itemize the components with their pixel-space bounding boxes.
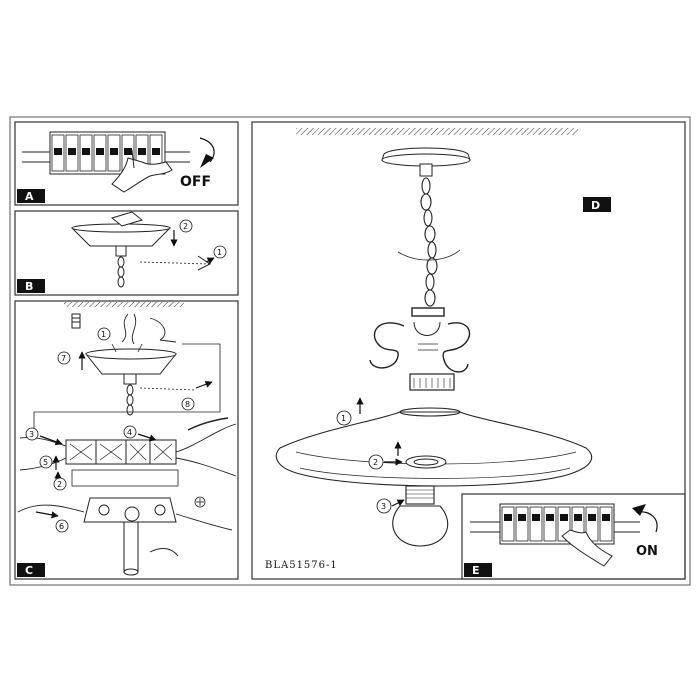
panel-c-step: 4 — [127, 428, 132, 437]
panel-c-step: 1 — [101, 330, 106, 339]
hand-icon — [561, 529, 613, 567]
ground-wire-icon — [149, 548, 179, 557]
panel-d-tag — [583, 197, 611, 212]
panel-d-step: 2 — [373, 458, 378, 467]
screwdriver-icon — [197, 255, 211, 271]
panel-d-step: 1 — [341, 414, 346, 423]
panel-a-tag — [17, 189, 45, 203]
panel-c: 1 7 8 3 4 — [14, 300, 239, 580]
panel-a-label: A — [25, 190, 34, 203]
model-number: BLA51576-1 — [265, 560, 338, 571]
chain-icon — [420, 177, 438, 307]
terminal-block-icon — [65, 439, 177, 465]
canopy-icon — [70, 211, 172, 257]
off-label: OFF — [180, 174, 211, 190]
panel-e-label: E — [472, 564, 480, 577]
light-bulb-icon — [392, 485, 449, 547]
panel-a: OFF A — [14, 121, 239, 206]
hand-icon — [111, 149, 173, 193]
ceiling-icon — [64, 302, 184, 307]
scroll-ornament-icon — [369, 307, 471, 391]
panel-e-tag — [464, 563, 492, 577]
on-label: ON — [636, 544, 658, 559]
screw-icon — [71, 313, 81, 329]
panel-b-step: 2 — [183, 222, 188, 231]
panel-b-step: 1 — [217, 248, 222, 257]
panel-b-label: B — [25, 280, 33, 293]
ceiling-icon — [296, 128, 578, 135]
canopy-icon — [381, 147, 471, 177]
wire-icon — [121, 313, 137, 345]
cable-icon — [149, 317, 166, 341]
panel-b-tag — [17, 279, 45, 293]
chain-icon — [117, 256, 125, 288]
panel-c-tag — [17, 563, 45, 577]
panel-c-step: 2 — [57, 480, 62, 489]
panel-c-step: 5 — [43, 458, 48, 467]
panel-d: 1 2 3 D BLA51576-1 — [251, 121, 686, 580]
lamp-fitting-icon — [83, 497, 177, 576]
outer-frame — [9, 116, 691, 586]
glass-shade-icon — [275, 407, 593, 487]
panel-b: 2 1 B — [14, 210, 239, 296]
screw-line — [139, 261, 211, 265]
panel-c-step: 3 — [29, 430, 34, 439]
chain-icon — [126, 384, 134, 416]
ground-icon — [194, 496, 206, 508]
panel-d-step: 3 — [381, 502, 386, 511]
breaker-block-icon — [470, 503, 640, 545]
breaker-block-icon — [22, 131, 190, 175]
panel-c-step: 6 — [59, 522, 64, 531]
panel-c-step: 7 — [61, 354, 66, 363]
panel-c-step: 8 — [185, 400, 190, 409]
panel-e: ON E — [461, 493, 686, 580]
bulb-holder-icon — [405, 455, 447, 469]
canopy-icon — [84, 348, 178, 385]
panel-c-label: C — [25, 564, 33, 577]
panel-d-label: D — [591, 199, 600, 212]
